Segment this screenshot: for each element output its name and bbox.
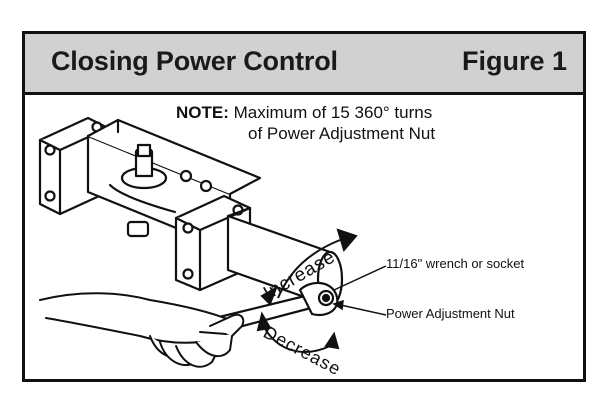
increase-arrow — [260, 228, 358, 306]
adjustment-valves — [120, 143, 213, 193]
note-line-2: of Power Adjustment Nut — [248, 124, 436, 143]
figure-header: Closing Power Control Figure 1 — [25, 34, 583, 95]
note-prefix: NOTE: — [176, 103, 229, 122]
nut-callout: Power Adjustment Nut — [386, 306, 515, 321]
note-line-1: Maximum of 15 360° turns — [233, 103, 433, 122]
callout-lines — [332, 265, 387, 316]
hand-illustration — [39, 292, 245, 368]
decrease-arrow — [256, 311, 340, 353]
bottom-valve — [126, 220, 150, 238]
decrease-label: Decrease — [260, 322, 344, 380]
note-text: NOTE: Maximum of 15 360° turns of Power … — [176, 102, 435, 144]
figure-frame: Closing Power Control Figure 1 — [22, 31, 586, 382]
figure-title: Closing Power Control — [51, 46, 338, 76]
figure-label: Figure 1 — [461, 46, 567, 76]
wrench-callout: 11/16" wrench or socket — [386, 256, 525, 271]
